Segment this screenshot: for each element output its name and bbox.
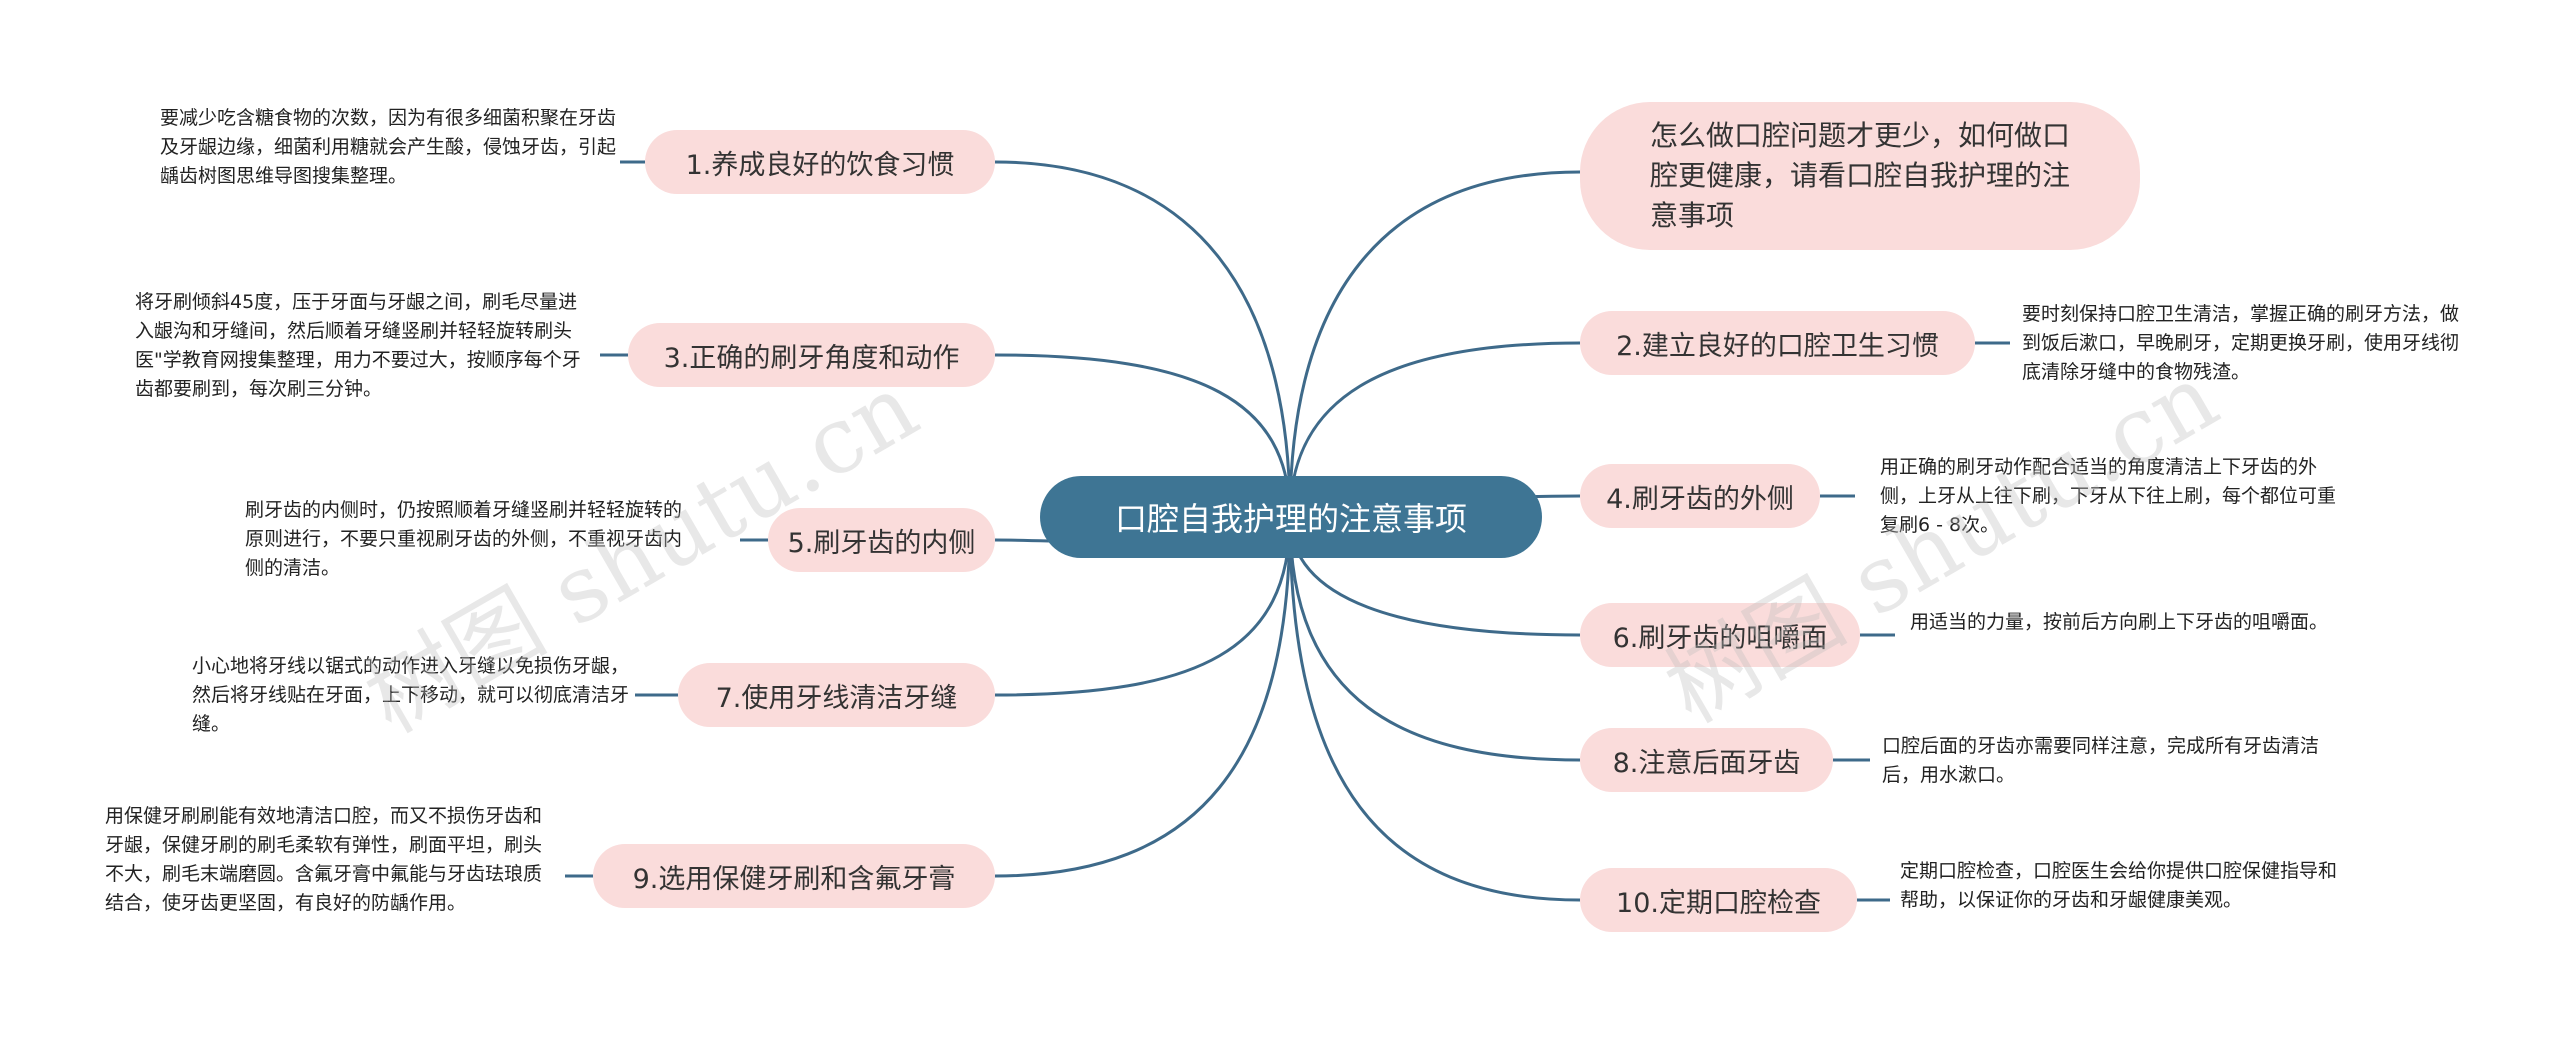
link-root-b3	[994, 353, 1292, 518]
link-root-b1	[994, 160, 1292, 518]
branch-label: 1.养成良好的饮食习惯	[685, 149, 955, 181]
note-outer-side: 用正确的刷牙动作配合适当的角度清洁上下牙齿的外侧，上牙从上往下刷，下牙从下往上刷…	[1880, 456, 2337, 536]
branch-outer-side[interactable]: 4.刷牙齿的外侧	[1580, 464, 1820, 528]
branch-label: 9.选用保健牙刷和含氟牙膏	[632, 863, 956, 895]
branch-regular-checkup[interactable]: 10.定期口腔检查	[1580, 868, 1857, 932]
branch-floss[interactable]: 7.使用牙线清洁牙缝	[678, 663, 995, 727]
branch-back-teeth[interactable]: 8.注意后面牙齿	[1580, 728, 1833, 792]
link-root-b2	[1288, 341, 1581, 518]
link-root-b9	[994, 516, 1292, 878]
note-brushing-angle: 将牙刷倾斜45度，压于牙面与牙龈之间，刷毛尽量进入龈沟和牙缝间，然后顺着牙缝竖刷…	[135, 291, 581, 400]
branch-diet-habits[interactable]: 1.养成良好的饮食习惯	[645, 130, 995, 194]
branch-intro[interactable]: 怎么做口腔问题才更少，如何做口腔更健康，请看口腔自我护理的注意事项	[1580, 102, 2140, 250]
note-chewing-surface: 用适当的力量，按前后方向刷上下牙齿的咀嚼面。	[1910, 611, 2329, 633]
link-root-intro	[1288, 170, 1581, 518]
branch-label: 5.刷牙齿的内侧	[787, 527, 976, 559]
note-toothbrush-toothpaste: 用保健牙刷刷能有效地清洁口腔，而又不损伤牙齿和牙龈，保健牙刷的刷毛柔软有弹性，刷…	[105, 805, 543, 914]
intro-text: 怎么做口腔问题才更少，如何做口腔更健康，请看口腔自我护理的注意事项	[1650, 119, 2071, 232]
link-root-b8	[1288, 516, 1581, 762]
link-root-b10	[1288, 516, 1581, 902]
branch-brushing-angle[interactable]: 3.正确的刷牙角度和动作	[628, 323, 995, 387]
branch-toothbrush-toothpaste[interactable]: 9.选用保健牙刷和含氟牙膏	[593, 844, 995, 908]
note-floss: 小心地将牙线以锯式的动作进入牙缝以免损伤牙龈，然后将牙线贴在牙面，上下移动，就可…	[192, 655, 630, 735]
branch-label: 2.建立良好的口腔卫生习惯	[1616, 330, 1939, 362]
root-title: 口腔自我护理的注意事项	[1114, 500, 1467, 538]
branch-chewing-surface[interactable]: 6.刷牙齿的咀嚼面	[1580, 603, 1860, 667]
link-root-b7	[994, 516, 1292, 697]
note-regular-checkup: 定期口腔检查，口腔医生会给你提供口腔保健指导和帮助，以保证你的牙齿和牙龈健康美观…	[1900, 860, 2338, 911]
branch-label: 4.刷牙齿的外侧	[1606, 483, 1794, 515]
branch-label: 8.注意后面牙齿	[1612, 747, 1801, 779]
note-diet-habits: 要减少吃含糖食物的次数，因为有很多细菌积聚在牙齿及牙龈边缘，细菌利用糖就会产生酸…	[160, 107, 617, 187]
note-inner-side: 刷牙齿的内侧时，仍按照顺着牙缝竖刷并轻轻旋转的原则进行，不要只重视刷牙齿的外侧，…	[245, 499, 683, 579]
branch-label: 10.定期口腔检查	[1616, 887, 1821, 919]
branch-label: 7.使用牙线清洁牙缝	[715, 682, 958, 714]
note-hygiene-habits: 要时刻保持口腔卫生清洁，掌握正确的刷牙方法，做到饭后漱口，早晚刷牙，定期更换牙刷…	[2022, 303, 2460, 383]
branch-label: 6.刷牙齿的咀嚼面	[1612, 622, 1828, 654]
root-node[interactable]: 口腔自我护理的注意事项	[1040, 476, 1542, 558]
note-back-teeth: 口腔后面的牙齿亦需要同样注意，完成所有牙齿清洁后，用水漱口。	[1882, 735, 2320, 786]
branch-label: 3.正确的刷牙角度和动作	[663, 342, 960, 374]
branch-hygiene-habits[interactable]: 2.建立良好的口腔卫生习惯	[1580, 311, 1975, 375]
branch-inner-side[interactable]: 5.刷牙齿的内侧	[768, 508, 995, 572]
